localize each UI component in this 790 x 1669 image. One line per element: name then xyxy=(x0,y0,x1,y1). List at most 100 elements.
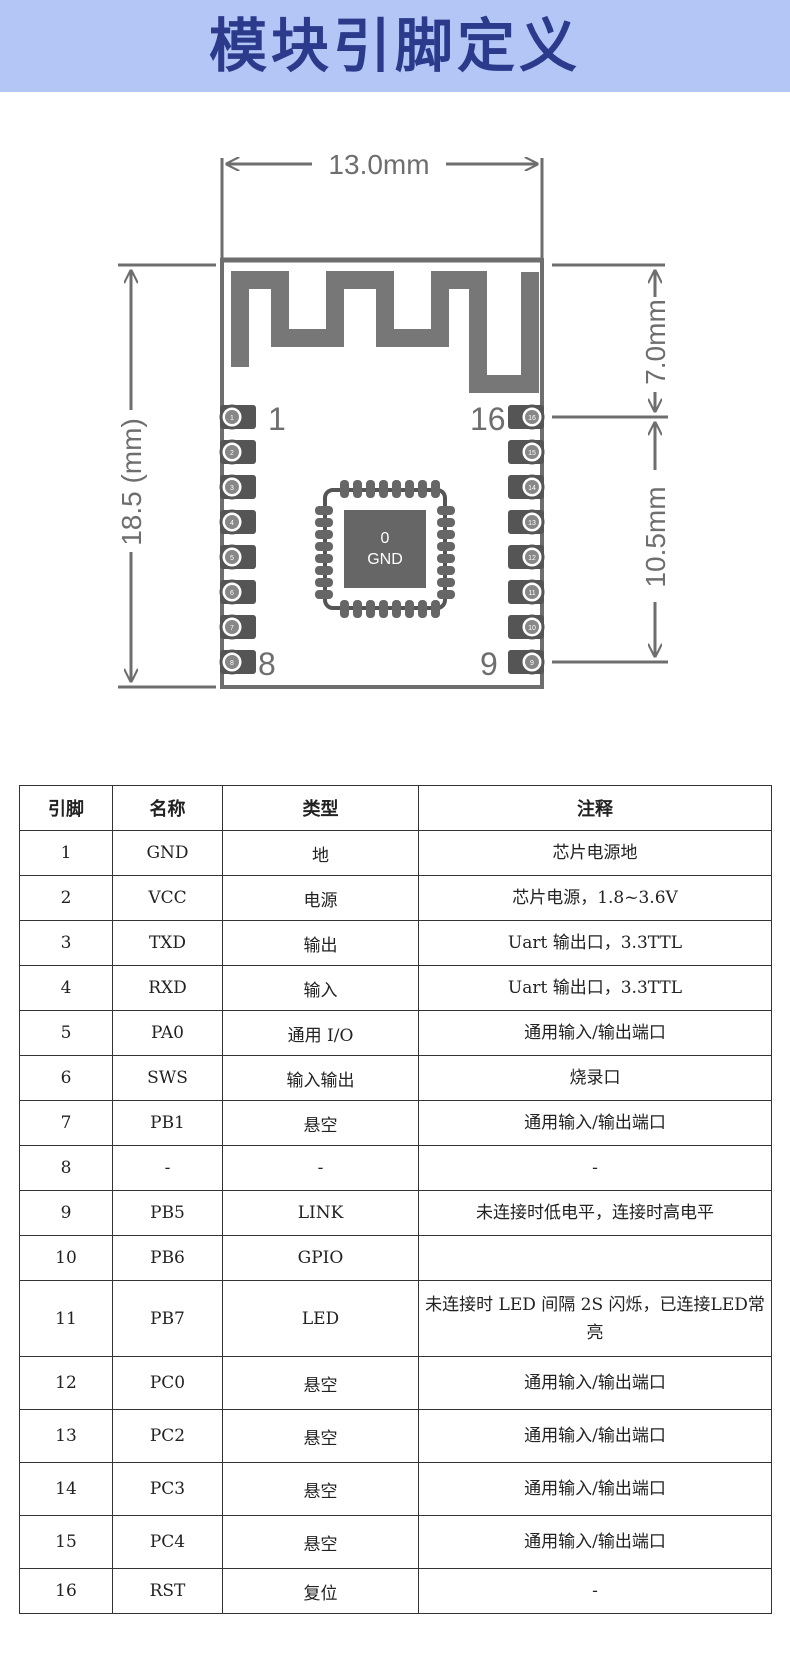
chip-pad-right xyxy=(437,554,455,563)
chip-pad-right xyxy=(437,578,455,587)
cell-type: 地 xyxy=(222,830,419,876)
left-pin-column: 1 2 3 4 5 6 7 8 xyxy=(219,404,256,675)
cell-type: 输出 xyxy=(222,920,419,966)
chip-pad-top xyxy=(353,480,362,498)
chip-pad-bottom xyxy=(405,600,414,618)
pin-pad-hole xyxy=(225,620,239,634)
gnd-pad xyxy=(344,510,426,588)
pin1-label: 1 xyxy=(268,401,286,437)
pin-pad-1: 1 xyxy=(219,404,256,430)
chip-pad-top xyxy=(392,480,401,498)
cell-pin: 3 xyxy=(19,920,113,966)
cell-type: GPIO xyxy=(222,1235,419,1281)
chip-pad-top xyxy=(405,480,414,498)
chip-pad-right xyxy=(437,590,455,599)
cell-name: TXD xyxy=(112,920,223,966)
pin-pad-number: 9 xyxy=(530,660,534,667)
chip-pad-bottom xyxy=(379,600,388,618)
cell-type: LINK xyxy=(222,1190,419,1236)
cell-pin: 2 xyxy=(19,875,113,921)
cell-type: 悬空 xyxy=(222,1356,419,1410)
cell-type: 悬空 xyxy=(222,1409,419,1463)
cell-note: 烧录口 xyxy=(418,1055,772,1101)
cell-type: 悬空 xyxy=(222,1100,419,1146)
pin-pad-hole xyxy=(525,655,539,669)
cell-type: 悬空 xyxy=(222,1515,419,1569)
cell-name: RXD xyxy=(112,965,223,1011)
pin-pad-hole xyxy=(225,480,239,494)
chip-pad-left xyxy=(315,506,333,515)
pin-pad-hole xyxy=(525,480,539,494)
cell-name: PC4 xyxy=(112,1515,223,1569)
cell-name: RST xyxy=(112,1568,223,1614)
pin-pad-number: 3 xyxy=(230,485,234,492)
cell-note: Uart 输出口，3.3TTL xyxy=(418,965,772,1011)
pin-pad-number: 13 xyxy=(528,520,536,527)
pin-pad-number: 10 xyxy=(528,625,536,632)
pin8-label: 8 xyxy=(258,646,276,682)
chip-pad-left xyxy=(315,518,333,527)
pin-pad-number: 8 xyxy=(230,660,234,667)
cell-name: PC0 xyxy=(112,1356,223,1410)
chip-pad-left xyxy=(315,590,333,599)
pin16-label: 16 xyxy=(470,401,506,437)
pin-pad-number: 7 xyxy=(230,625,234,632)
pin-pad-hole xyxy=(225,655,239,669)
antenna-mark: ~2 xyxy=(517,373,530,385)
pin-pad-number: 4 xyxy=(230,520,234,527)
chip-pad-left xyxy=(315,566,333,575)
cell-pin: 4 xyxy=(19,965,113,1011)
cell-type: 电源 xyxy=(222,875,419,921)
cell-type: 输入 xyxy=(222,965,419,1011)
chip-pad-bottom xyxy=(431,600,440,618)
chip-pad-bottom xyxy=(340,600,349,618)
pin-pad-hole xyxy=(525,620,539,634)
gnd-pad-number: 0 xyxy=(381,530,390,547)
chip-pad-right xyxy=(437,566,455,575)
cell-note: 未连接时 LED 间隔 2S 闪烁，已连接LED常亮 xyxy=(418,1280,772,1357)
chip-pad-bottom xyxy=(392,600,401,618)
header-note: 注释 xyxy=(418,785,772,831)
pin-pad-hole xyxy=(225,515,239,529)
header-banner: 模块引脚定义 xyxy=(0,0,790,92)
cell-note: 通用输入/输出端口 xyxy=(418,1409,772,1463)
pin-pad-number: 2 xyxy=(230,450,234,457)
cell-pin: 1 xyxy=(19,830,113,876)
chip-pad-right xyxy=(437,506,455,515)
pin-pad-number: 5 xyxy=(230,555,234,562)
chip-pad-right xyxy=(437,542,455,551)
chip-pad-top xyxy=(379,480,388,498)
pin-pad-6: 6 xyxy=(219,579,256,605)
cell-pin: 9 xyxy=(19,1190,113,1236)
cell-pin: 14 xyxy=(19,1462,113,1516)
pin-pad-hole xyxy=(525,550,539,564)
cell-pin: 6 xyxy=(19,1055,113,1101)
cell-note: 通用输入/输出端口 xyxy=(418,1100,772,1146)
pin-pad-9: 9 xyxy=(508,649,545,675)
cell-type: 悬空 xyxy=(222,1462,419,1516)
cell-pin: 11 xyxy=(19,1280,113,1357)
table-header-row: 引脚 名称 类型 注释 xyxy=(19,785,772,831)
qfn-chip: 0 GND xyxy=(315,480,455,618)
pin-pad-hole xyxy=(225,585,239,599)
cell-name: PC3 xyxy=(112,1462,223,1516)
height-dimension-label: 18.5 (mm) xyxy=(116,418,147,546)
pin-pad-number: 16 xyxy=(528,415,536,422)
cell-name: VCC xyxy=(112,875,223,921)
pin-pad-hole xyxy=(225,550,239,564)
pin-pad-16: 16 xyxy=(508,404,545,430)
gnd-pad-label: GND xyxy=(367,551,403,568)
pin-pad-14: 14 xyxy=(508,474,545,500)
cell-note: - xyxy=(418,1145,772,1191)
chip-pad-bottom xyxy=(418,600,427,618)
